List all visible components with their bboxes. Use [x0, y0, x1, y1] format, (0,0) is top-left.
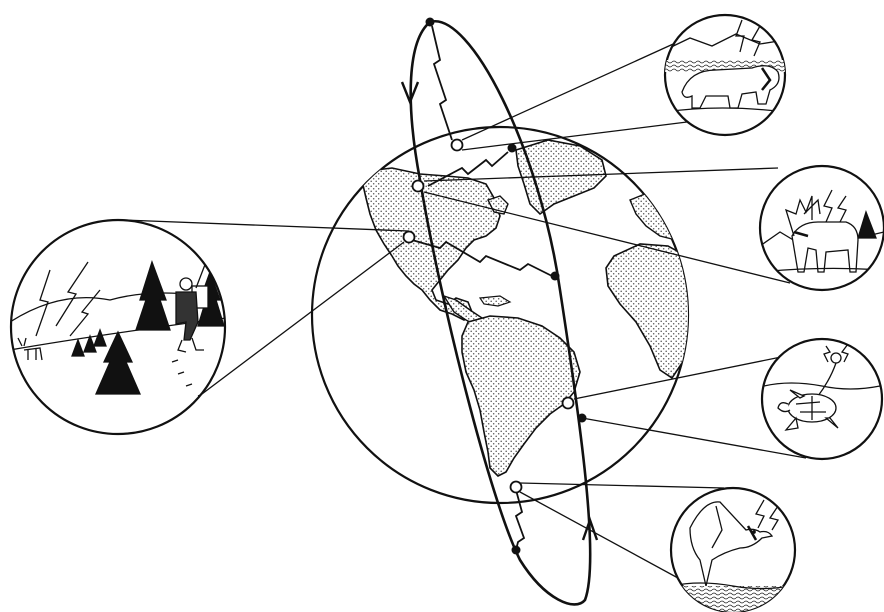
hiker-transmitter-point: [404, 232, 415, 243]
albatross-transmitter-point: [511, 482, 522, 493]
bear-transmitter-point: [452, 140, 463, 151]
inset-albatross: [670, 488, 800, 612]
caribou-transmitter-point: [413, 181, 424, 192]
inset-sea-turtle: [762, 339, 882, 459]
satellite-position: [508, 144, 517, 153]
inset-hiker: [10, 220, 226, 434]
transmitter-float-icon: [831, 353, 841, 363]
earth-globe: [312, 127, 692, 503]
inset-polar-bear: [665, 15, 787, 135]
signal-bear-to-satellite: [432, 26, 452, 140]
satellite-position: [426, 18, 435, 27]
turtle-transmitter-point: [563, 398, 574, 409]
inset-caribou: [760, 166, 884, 290]
